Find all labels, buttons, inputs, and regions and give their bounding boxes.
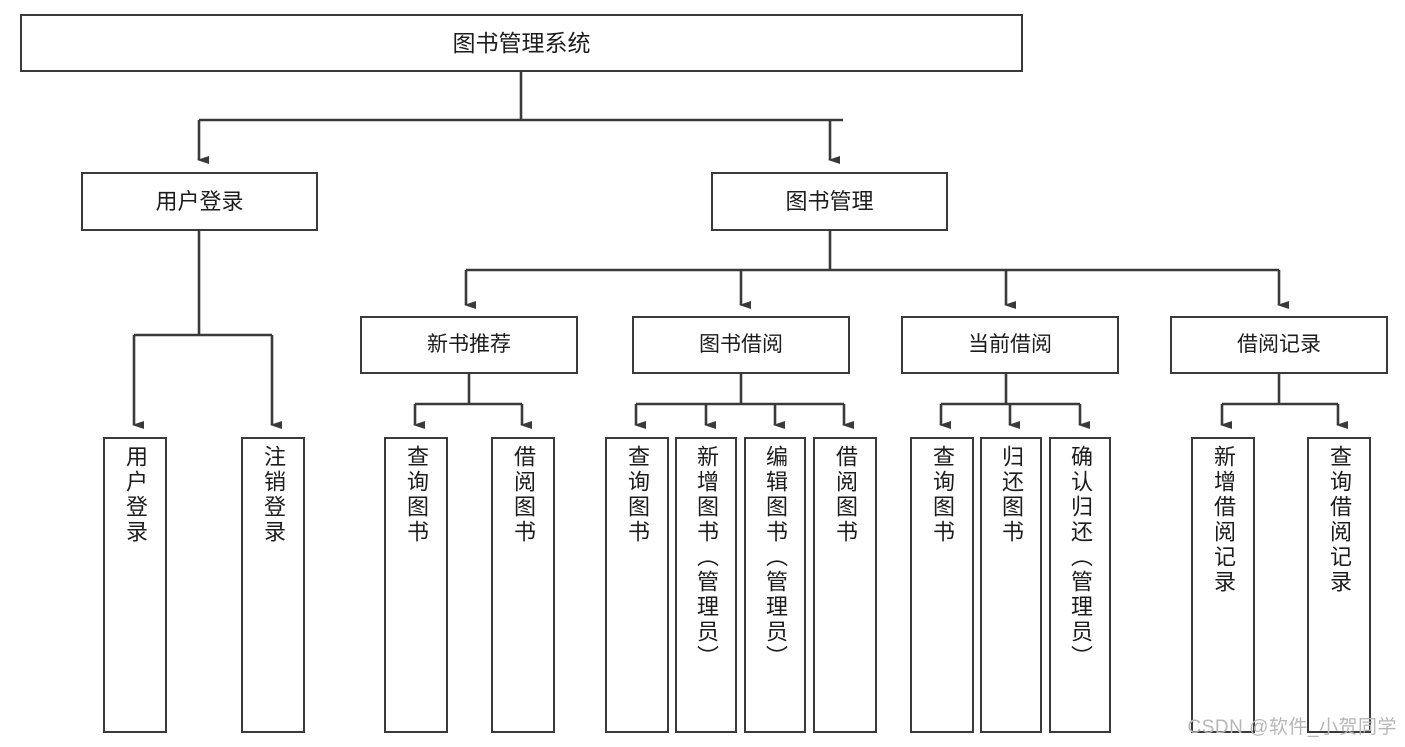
node-leaf-query-record-label: 查询借阅记录 <box>1327 445 1352 595</box>
node-borrow-record-label: 借阅记录 <box>1237 332 1321 356</box>
node-leaf-borrow-book-1-label: 借阅图书 <box>511 445 536 545</box>
node-leaf-return-book-label: 归还图书 <box>999 445 1024 545</box>
node-leaf-confirm-return-label: 确认归还（管理员） <box>1068 445 1093 670</box>
node-leaf-return-book[interactable]: 归还图书 <box>980 437 1042 733</box>
node-leaf-query-book-1[interactable]: 查询图书 <box>384 437 448 733</box>
node-leaf-query-book-2-label: 查询图书 <box>625 445 650 545</box>
node-leaf-add-book-label: 新增图书（管理员） <box>694 445 719 670</box>
node-new-book-recommend-label: 新书推荐 <box>427 332 511 356</box>
node-leaf-user-login-label: 用户登录 <box>123 445 148 545</box>
node-leaf-add-record[interactable]: 新增借阅记录 <box>1191 437 1255 733</box>
node-leaf-user-login[interactable]: 用户登录 <box>103 437 167 733</box>
node-book-borrow[interactable]: 图书借阅 <box>632 316 850 374</box>
node-leaf-logout-login-label: 注销登录 <box>261 445 286 545</box>
node-book-borrow-label: 图书借阅 <box>699 332 783 356</box>
node-book-manage-label: 图书管理 <box>785 188 874 214</box>
node-leaf-borrow-book-2[interactable]: 借阅图书 <box>813 437 877 733</box>
node-new-book-recommend[interactable]: 新书推荐 <box>360 316 578 374</box>
node-root[interactable]: 图书管理系统 <box>20 14 1023 72</box>
node-leaf-logout-login[interactable]: 注销登录 <box>241 437 305 733</box>
node-current-borrow[interactable]: 当前借阅 <box>901 316 1119 374</box>
node-borrow-record[interactable]: 借阅记录 <box>1170 316 1388 374</box>
node-leaf-query-book-2[interactable]: 查询图书 <box>605 437 669 733</box>
node-user-login-label: 用户登录 <box>155 188 244 214</box>
watermark-text: CSDN @软件_小贺同学 <box>1187 717 1397 738</box>
node-leaf-borrow-book-2-label: 借阅图书 <box>833 445 858 545</box>
node-current-borrow-label: 当前借阅 <box>968 332 1052 356</box>
node-leaf-borrow-book-1[interactable]: 借阅图书 <box>491 437 555 733</box>
node-leaf-edit-book[interactable]: 编辑图书（管理员） <box>744 437 806 733</box>
node-leaf-add-record-label: 新增借阅记录 <box>1211 445 1236 595</box>
node-root-label: 图书管理系统 <box>452 29 591 56</box>
node-leaf-query-book-3-label: 查询图书 <box>930 445 955 545</box>
node-leaf-add-book[interactable]: 新增图书（管理员） <box>675 437 737 733</box>
node-leaf-confirm-return[interactable]: 确认归还（管理员） <box>1049 437 1111 733</box>
node-book-manage[interactable]: 图书管理 <box>711 172 948 231</box>
node-leaf-query-book-3[interactable]: 查询图书 <box>910 437 974 733</box>
node-leaf-query-book-1-label: 查询图书 <box>404 445 429 545</box>
node-leaf-edit-book-label: 编辑图书（管理员） <box>763 445 788 670</box>
node-user-login[interactable]: 用户登录 <box>81 172 318 231</box>
node-leaf-query-record[interactable]: 查询借阅记录 <box>1307 437 1371 733</box>
